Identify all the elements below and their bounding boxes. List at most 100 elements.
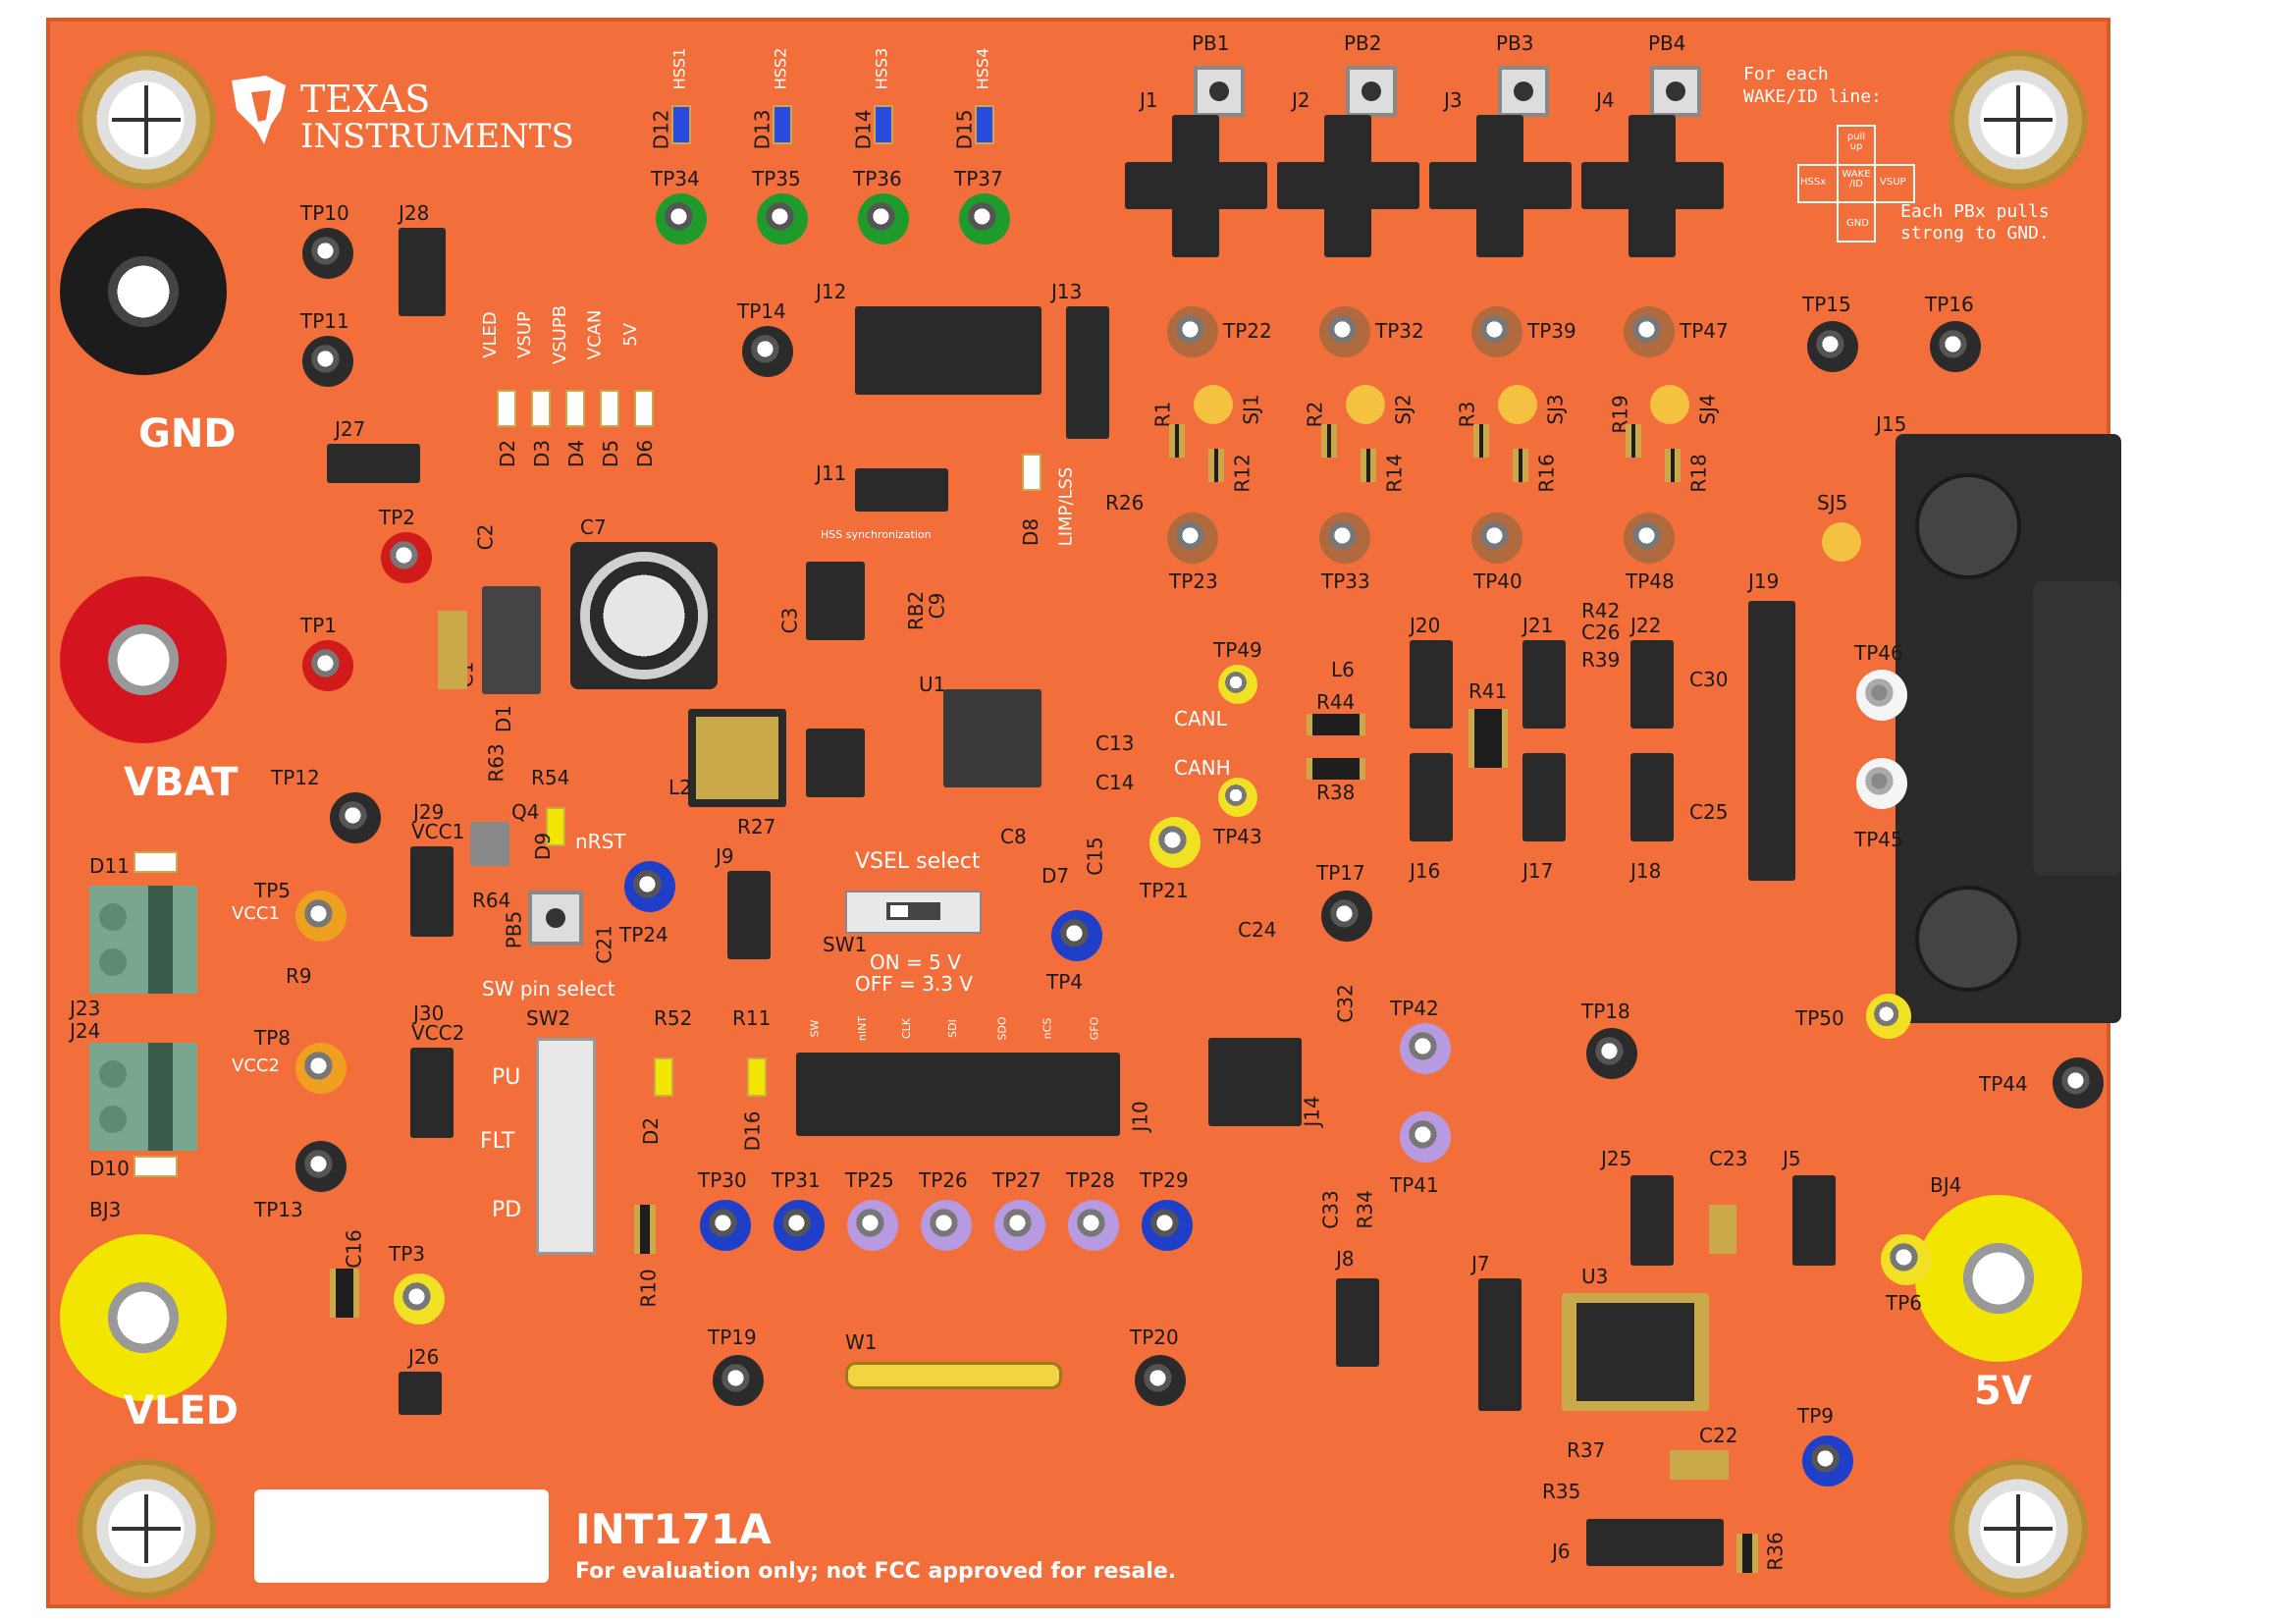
test-point-tp47[interactable] [1624, 306, 1675, 357]
tp1-label: TP1 [300, 614, 338, 637]
test-point-tp9[interactable] [1802, 1435, 1853, 1487]
test-point-tp34[interactable] [656, 193, 707, 244]
slide-switch-sw2[interactable] [536, 1038, 596, 1255]
test-point-tp31[interactable] [774, 1200, 825, 1251]
test-point-tp32[interactable] [1319, 306, 1370, 357]
test-point-tp41[interactable] [1400, 1111, 1451, 1163]
test-point-tp19[interactable] [713, 1355, 764, 1406]
test-point-tp30[interactable] [700, 1200, 751, 1251]
test-point-tp40[interactable] [1471, 513, 1522, 564]
terminal-block-j24[interactable] [89, 1043, 197, 1151]
test-point-tp48[interactable] [1624, 513, 1675, 564]
jumper-j11[interactable] [855, 468, 948, 512]
test-point-tp26[interactable] [921, 1200, 972, 1251]
vled-jack[interactable] [60, 1234, 227, 1401]
push-button-pb1[interactable] [1194, 66, 1245, 117]
test-point-tp23[interactable] [1167, 513, 1218, 564]
test-point-tp50[interactable] [1866, 994, 1911, 1039]
solder-jumper-sj2[interactable] [1346, 385, 1385, 424]
jumper-j17[interactable] [1522, 753, 1566, 841]
push-button-pb4[interactable] [1650, 66, 1701, 117]
jumper-j26[interactable] [399, 1372, 442, 1415]
test-point-tp36[interactable] [858, 193, 909, 244]
jumper-j5[interactable] [1792, 1175, 1836, 1266]
test-point-tp14[interactable] [742, 326, 793, 377]
test-point-tp35[interactable] [757, 193, 808, 244]
test-point-tp25[interactable] [847, 1200, 898, 1251]
header-j6[interactable] [1586, 1519, 1724, 1566]
5v-jack[interactable] [1915, 1195, 2082, 1362]
gnd-jack[interactable] [60, 208, 227, 375]
test-point-tp39[interactable] [1471, 306, 1522, 357]
test-point-tp46[interactable] [1856, 670, 1907, 721]
test-point-tp44[interactable] [2053, 1057, 2104, 1109]
test-point-tp27[interactable] [994, 1200, 1045, 1251]
cross-jumper-j4[interactable] [1581, 115, 1724, 257]
test-point-tp43[interactable] [1218, 778, 1257, 817]
test-point-tp45[interactable] [1856, 758, 1907, 809]
test-point-tp5[interactable] [295, 891, 347, 942]
cross-jumper-j3[interactable] [1429, 115, 1572, 257]
test-point-tp21[interactable] [1149, 817, 1201, 868]
header-j7[interactable] [1478, 1278, 1522, 1411]
test-point-tp15[interactable] [1807, 321, 1858, 372]
test-point-tp8[interactable] [295, 1043, 347, 1094]
push-button-pb2[interactable] [1346, 66, 1397, 117]
test-point-tp24[interactable] [624, 861, 675, 912]
test-point-tp37[interactable] [959, 193, 1010, 244]
jumper-j21[interactable] [1522, 640, 1566, 729]
test-point-tp49[interactable] [1218, 665, 1257, 704]
jumper-j18[interactable] [1630, 753, 1674, 841]
header-j12[interactable] [855, 306, 1041, 395]
jumper-j25[interactable] [1630, 1175, 1674, 1266]
c8-label: C8 [1000, 825, 1027, 848]
test-point-tp13[interactable] [295, 1141, 347, 1192]
test-point-tp42[interactable] [1400, 1023, 1451, 1074]
push-button-pb3[interactable] [1498, 66, 1549, 117]
header-j10[interactable] [796, 1053, 1120, 1136]
cross-jumper-j1[interactable] [1125, 115, 1267, 257]
test-point-tp6[interactable] [1881, 1234, 1932, 1285]
jumper-j22[interactable] [1630, 640, 1674, 729]
db9-connector[interactable] [1896, 434, 2121, 1023]
vbat-jack[interactable] [60, 576, 227, 743]
jumper-j28[interactable] [399, 228, 446, 316]
test-point-tp2[interactable] [381, 532, 432, 583]
jumper-j9[interactable] [727, 871, 771, 959]
test-point-tp18[interactable] [1586, 1028, 1637, 1079]
jumper-j30[interactable] [410, 1048, 454, 1138]
jumper-j27[interactable] [327, 444, 420, 483]
test-point-tp33[interactable] [1319, 513, 1370, 564]
test-point-tp16[interactable] [1930, 321, 1981, 372]
test-point-tp11[interactable] [302, 336, 353, 387]
ground-wire-w1[interactable] [845, 1362, 1062, 1389]
solder-jumper-sj3[interactable] [1498, 385, 1537, 424]
test-point-tp17[interactable] [1321, 891, 1372, 942]
jumper-j20[interactable] [1410, 640, 1453, 729]
j10-pin-sdi: SDI [945, 1019, 959, 1038]
solder-jumper-sj4[interactable] [1650, 385, 1689, 424]
test-point-tp4[interactable] [1051, 910, 1102, 961]
cross-jumper-j2[interactable] [1277, 115, 1419, 257]
solder-jumper-sj5[interactable] [1822, 522, 1861, 562]
solder-jumper-sj1[interactable] [1194, 385, 1233, 424]
test-point-tp29[interactable] [1142, 1200, 1193, 1251]
header-j19[interactable] [1748, 601, 1795, 881]
jumper-j16[interactable] [1410, 753, 1453, 841]
push-button-pb5[interactable] [528, 891, 583, 946]
header-j13[interactable] [1066, 306, 1109, 439]
jumper-j29[interactable] [410, 846, 454, 937]
c2-label: C2 [473, 523, 498, 551]
header-j14[interactable] [1208, 1038, 1302, 1126]
test-point-tp12[interactable] [330, 792, 381, 843]
test-point-tp10[interactable] [302, 228, 353, 279]
test-point-tp1[interactable] [302, 640, 353, 691]
dip-switch-sw1[interactable] [845, 891, 982, 934]
test-point-tp3[interactable] [394, 1273, 445, 1325]
pb3-label: PB3 [1496, 31, 1534, 55]
test-point-tp28[interactable] [1068, 1200, 1119, 1251]
terminal-block-j23[interactable] [89, 886, 197, 994]
jumper-j8[interactable] [1336, 1278, 1379, 1367]
test-point-tp20[interactable] [1135, 1355, 1186, 1406]
test-point-tp22[interactable] [1167, 306, 1218, 357]
